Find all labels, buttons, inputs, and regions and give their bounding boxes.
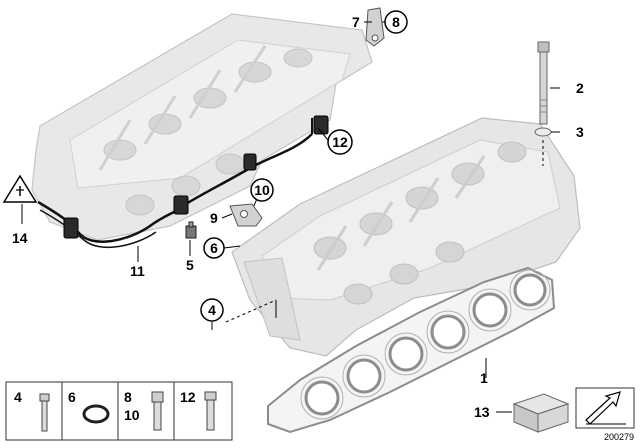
callout-5: 5	[186, 257, 194, 273]
repair-kit-box	[512, 393, 570, 433]
dowel-sleeve-icon	[39, 393, 50, 432]
callout-11: 11	[130, 263, 145, 279]
callout-10: 10	[254, 182, 270, 198]
callout-13: 13	[474, 404, 490, 420]
bracket	[229, 203, 263, 227]
legend-label-4: 4	[14, 389, 22, 405]
callout-12: 12	[332, 134, 348, 150]
callout-1: 1	[480, 370, 488, 386]
callout-8: 8	[392, 14, 400, 30]
legend-label-8: 8	[124, 389, 132, 405]
harness-connectors	[63, 115, 329, 239]
callouts: 2 3 1 7 8 12 10 9 6 5 14 11 4 13	[12, 10, 584, 420]
diagram-number: 200279	[604, 432, 634, 442]
socket-head-screw-icon	[151, 391, 164, 431]
callout-2: 2	[576, 80, 584, 96]
cylinder-head-rear	[31, 13, 373, 241]
reference-arrow-box	[575, 387, 635, 429]
cylinder-head-bolt	[537, 41, 550, 125]
callout-14: 14	[12, 230, 28, 246]
hex-bolt-icon	[204, 391, 217, 431]
callout-4: 4	[208, 302, 216, 318]
dowel-sleeve-markers	[225, 299, 277, 323]
head-gasket	[267, 266, 556, 434]
callout-3: 3	[576, 124, 584, 140]
fastener-legend: 4 6 8 10 12	[5, 381, 233, 441]
clip-bracket	[365, 7, 385, 47]
sealing-ring-icon	[82, 404, 110, 424]
legend-label-6: 6	[68, 389, 76, 405]
callout-6: 6	[210, 240, 218, 256]
legend-label-12: 12	[180, 389, 196, 405]
callout-7: 7	[352, 14, 360, 30]
legend-label-10: 10	[124, 407, 140, 423]
cylinder-head-front	[231, 117, 581, 357]
coolant-temp-sensor	[185, 221, 197, 239]
warning-triangle-icon	[2, 174, 38, 203]
callout-9: 9	[210, 210, 218, 226]
